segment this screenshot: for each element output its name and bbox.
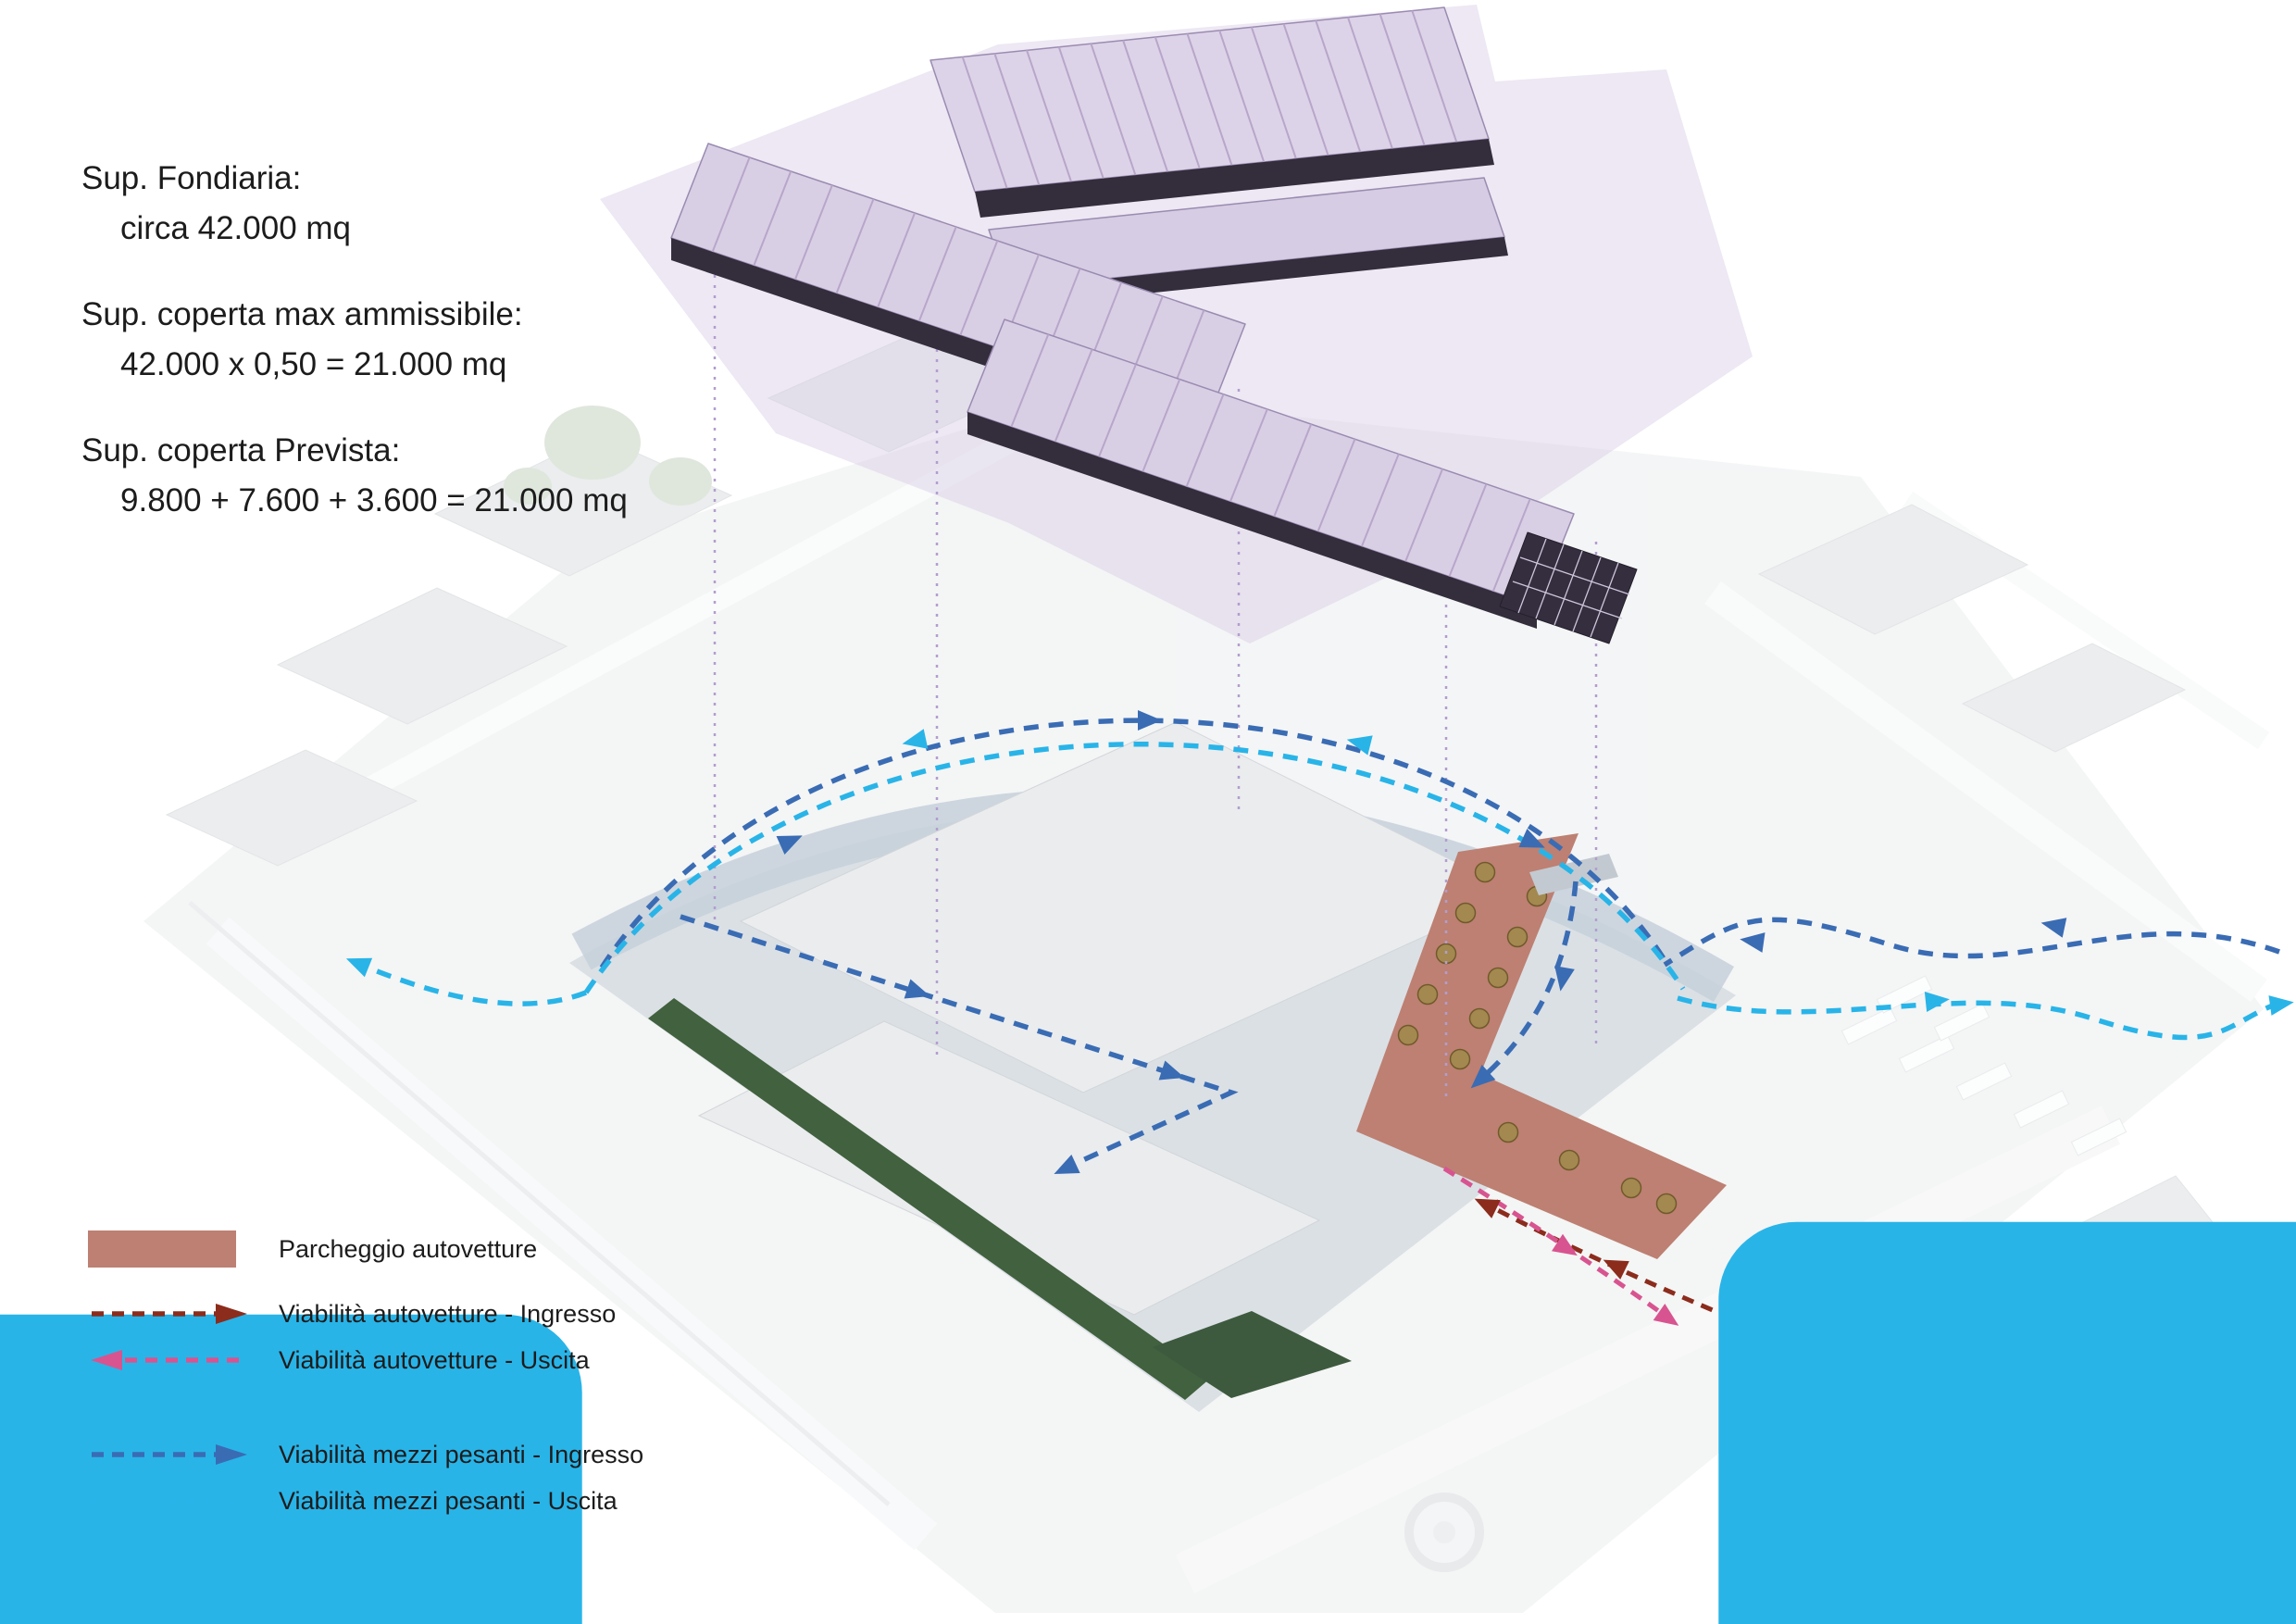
info-value: circa 42.000 mq [120,209,352,246]
buildings [670,6,1638,644]
route-arrowheads [345,710,2294,1326]
context-greenery [504,406,712,506]
route-auto-uscita [1442,1166,1668,1319]
green-patch [1153,1311,1352,1398]
legend-label: Parcheggio autovetture [279,1234,538,1263]
info-block-coperta-max: Sup. coperta max ammissibile: 42.000 x 0… [81,294,628,385]
gate-structure [1529,854,1618,895]
legend-row-pesanti-ingresso: Viabilità mezzi pesanti - Ingresso [88,1433,643,1476]
green-buffer-strip [648,998,1211,1400]
route-heavy-parking-branch [1479,881,1578,1081]
info-label: Sup. Fondiaria: [81,160,302,196]
info-label: Sup. coperta max ammissibile: [81,296,523,332]
info-value: 9.800 + 7.600 + 3.600 = 21.000 mq [120,481,628,518]
arrow-right-blue-icon [92,1444,247,1465]
info-panel: Sup. Fondiaria: circa 42.000 mq Sup. cop… [81,157,628,566]
legend-label: Viabilità mezzi pesanti - Ingresso [279,1440,644,1468]
route-heavy-diagonal [680,914,1239,1171]
info-label: Sup. coperta Prevista: [81,432,401,468]
info-block-coperta-prevista: Sup. coperta Prevista: 9.800 + 7.600 + 3… [81,430,628,521]
legend-row-pesanti-uscita: Viabilità mezzi pesanti - Uscita [88,1480,643,1522]
legend-row-auto-ingresso: Viabilità autovetture - Ingresso [88,1293,643,1335]
parking-swatch-icon [88,1230,236,1268]
routes [359,718,2283,1329]
legend-row-auto-uscita: Viabilità autovetture - Uscita [88,1339,643,1381]
legend-label: Viabilità autovetture - Ingresso [279,1299,617,1328]
legend-row-parking: Parcheggio autovetture [88,1228,643,1270]
arrow-right-darkred-icon [92,1304,247,1324]
arrow-left-pink-icon [91,1350,247,1370]
legend-label: Viabilità autovetture - Uscita [279,1345,590,1374]
legend-gap [88,1385,643,1433]
legend: Parcheggio autovetture Viabilità autovet… [88,1228,643,1526]
route-heavy-ingresso-arc [599,718,1669,969]
office-facade [1499,531,1638,644]
legend-label: Viabilità mezzi pesanti - Uscita [279,1486,618,1515]
info-block-fondiaria: Sup. Fondiaria: circa 42.000 mq [81,157,628,249]
route-heavy-uscita-arc [583,742,1686,994]
route-heavy-uscita-left [359,962,587,1006]
arrow-left-cyan-icon [91,1491,247,1511]
route-heavy-ingresso-right [1663,917,2280,968]
info-value: 42.000 x 0,50 = 21.000 mq [120,345,507,382]
parking-area [1356,833,1727,1259]
parking-trees [1397,861,1678,1215]
context-truck-yard [1841,975,2128,1156]
route-heavy-uscita-right [1677,995,2283,1041]
site-parcel [569,721,1736,1412]
